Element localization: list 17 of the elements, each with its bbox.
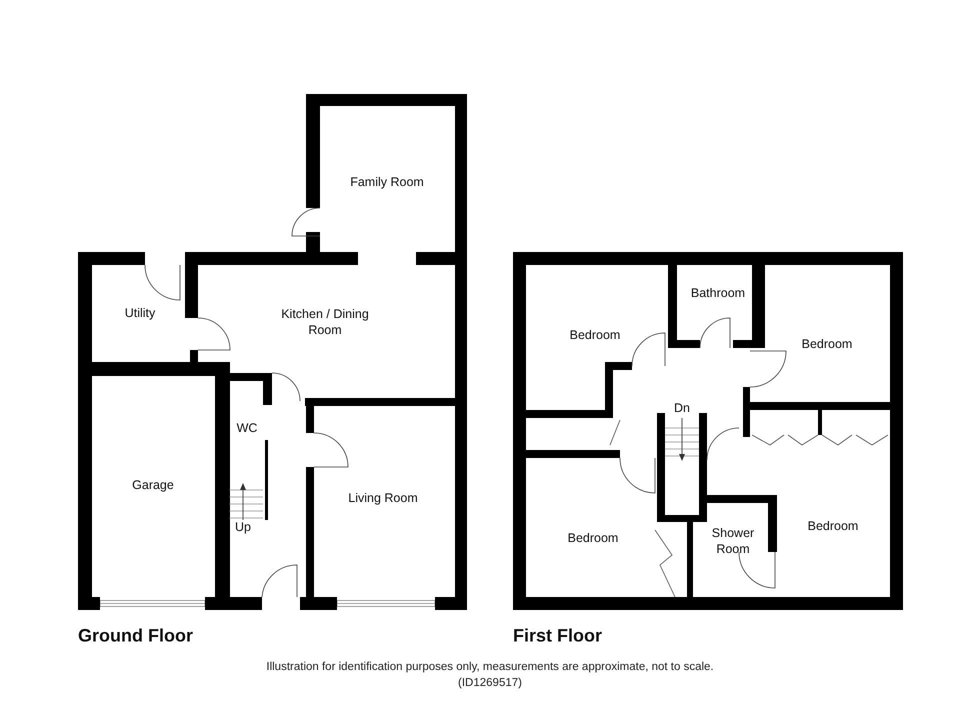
- room-label: Dn: [673, 400, 691, 416]
- room-label: Up: [234, 518, 252, 536]
- room-label: Living Room: [347, 490, 419, 506]
- room-label: Family Room: [349, 174, 425, 190]
- floor-title: First Floor: [513, 624, 603, 648]
- room-label: Kitchen / Dining Room: [280, 306, 370, 338]
- caption: Illustration for identification purposes only, measurements are approximate, not to scale. (ID1269517): [265, 660, 715, 691]
- room-label: Bedroom: [566, 530, 620, 546]
- room-label: WC: [236, 420, 258, 436]
- room-label: Bedroom: [800, 336, 854, 352]
- room-label: Bathroom: [690, 284, 746, 302]
- room-label: Garage: [131, 476, 175, 494]
- floor-title: Ground Floor: [78, 624, 194, 648]
- room-label: Bedroom: [568, 326, 622, 344]
- room-label: Bedroom: [806, 518, 860, 534]
- room-label: Utility: [124, 304, 156, 322]
- room-label: Shower Room: [710, 524, 756, 558]
